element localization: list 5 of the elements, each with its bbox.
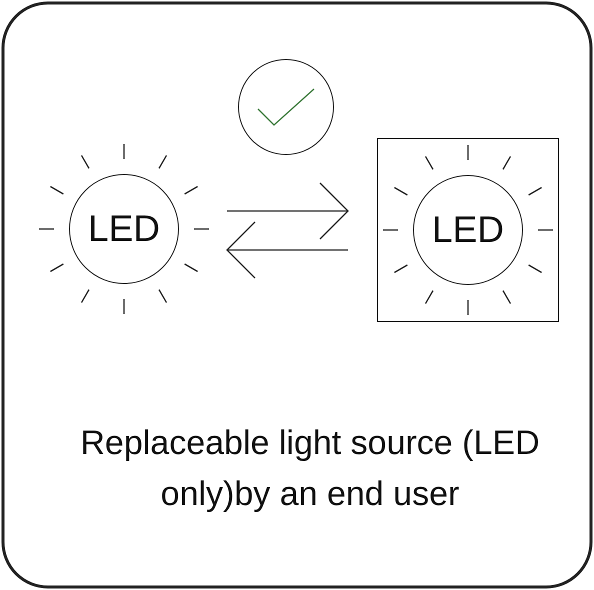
led-label: LED (432, 209, 504, 251)
led-label: LED (88, 208, 160, 250)
arrow (226, 221, 348, 279)
arrow (227, 182, 349, 240)
caption-text: Replaceable light source (LED only)by an end user (79, 423, 541, 515)
